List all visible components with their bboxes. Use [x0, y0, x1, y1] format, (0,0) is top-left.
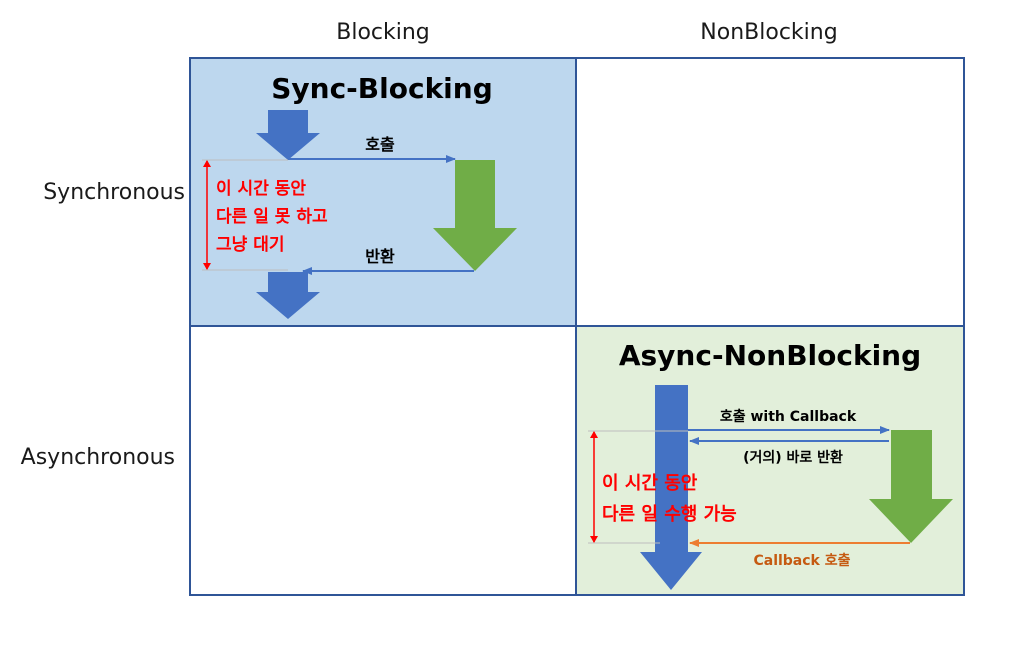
return-label: 반환 [365, 247, 395, 266]
wait-bracket-head-top [203, 160, 211, 167]
work-bracket-head-top [590, 431, 598, 438]
column-header-blocking: Blocking [336, 20, 430, 45]
callee-block-arrow [433, 160, 517, 271]
wait-note-line-2: 다른 일 못 하고 [216, 207, 328, 227]
column-header-nonblocking: NonBlocking [700, 20, 838, 45]
call-with-callback-label: 호출 with Callback [720, 408, 857, 425]
work-note-line-1: 이 시간 동안 [602, 473, 698, 494]
caller-block-arrow-bottom [256, 272, 320, 319]
cell-sync-nonblocking [576, 58, 964, 326]
immediate-return-label: (거의) 바로 반환 [743, 449, 843, 466]
wait-bracket-head-bottom [203, 263, 211, 270]
sync-blocking-title: Sync-Blocking [271, 72, 493, 105]
caller-long-block-arrow [640, 385, 702, 590]
callback-label: Callback 호출 [753, 552, 850, 569]
row-header-asynchronous: Asynchronous [20, 445, 175, 470]
row-header-synchronous: Synchronous [43, 180, 185, 205]
call-label: 호출 [365, 135, 395, 154]
work-bracket-head-bottom [590, 536, 598, 543]
async-nonblocking-title: Async-NonBlocking [619, 339, 921, 372]
wait-note-line-1: 이 시간 동안 [216, 179, 306, 199]
cell-sync-blocking [190, 58, 576, 326]
async-callee-block-arrow [869, 430, 953, 543]
wait-note-line-3: 그냥 대기 [216, 235, 284, 255]
work-note-line-2: 다른 일 수행 가능 [602, 504, 737, 525]
cell-async-blocking [190, 326, 576, 595]
caller-block-arrow-top [256, 110, 320, 160]
